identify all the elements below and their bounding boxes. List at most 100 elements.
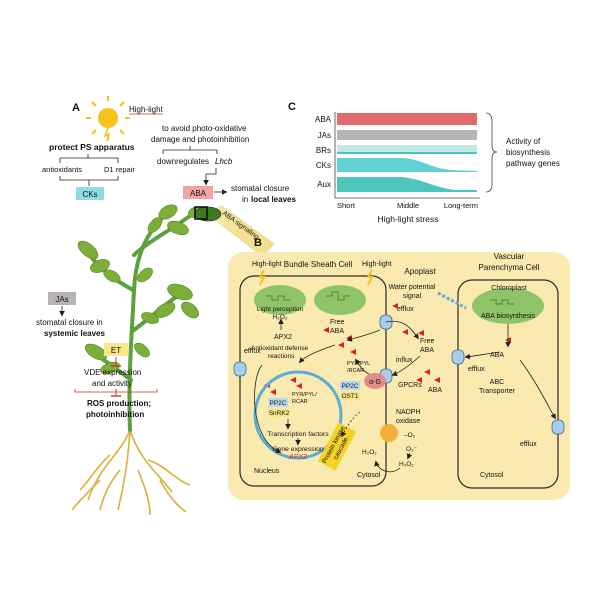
transporters: [233, 314, 565, 435]
downregulates-label: downregulates: [157, 157, 209, 166]
efflux-vascular-left: efflux: [468, 366, 485, 373]
sun-icon: [86, 96, 130, 142]
abc-2: Transporter: [479, 388, 516, 395]
ost1-label: OST1: [342, 393, 359, 400]
lhcb-label: Lhcb: [215, 157, 233, 166]
chloroplast-vascular: [472, 288, 544, 324]
pyr-top-1: PYR/PYL: [347, 361, 370, 367]
c-activity-3: pathway genes: [506, 159, 560, 168]
panel-c-letter: C: [288, 101, 296, 113]
aba-molecule: [402, 329, 408, 335]
panel-a-letter: A: [72, 102, 80, 114]
vde-line-1: VDE expression: [84, 368, 141, 377]
stomatal-local-1: stomatal closure: [231, 184, 290, 193]
cytosol-left: Cytosol: [357, 472, 381, 479]
lightning-icon-2: [366, 269, 374, 286]
nucleus-label: Nucleus: [254, 468, 280, 475]
c-label-aux: Aux: [317, 180, 331, 189]
et-box: [104, 343, 128, 356]
chloroplast-left: [254, 285, 306, 315]
pp2c-top-box: [340, 381, 360, 390]
aba-box-a: [183, 186, 213, 199]
free-aba-left-1: Free: [330, 319, 345, 326]
c-bar-cks: [337, 158, 477, 172]
pyr-top-2: /RCAR: [347, 368, 364, 374]
efflux-vascular-bottom: efflux: [520, 441, 537, 448]
vascular-label-1: Vascular: [494, 252, 525, 261]
aba-apoplast: ABA: [428, 387, 442, 394]
aba-label-a: ABA: [190, 189, 207, 198]
aba-vascular: ABA: [490, 352, 504, 359]
h2o2-b: H₂O₂: [399, 461, 414, 468]
gene-expression: Gene expression: [272, 446, 324, 453]
c-activity-1: Activity of: [506, 137, 541, 146]
aba-molecule: [296, 383, 302, 389]
snrk2-box: [268, 408, 290, 417]
c-tick-long: Long-term: [444, 201, 478, 210]
antioxidant-1: Antioxidant defense: [251, 345, 308, 352]
influx-label: influx: [396, 357, 413, 364]
tomato-plant: [71, 204, 222, 516]
avoid-line-2: damage and photoinhibition: [151, 135, 249, 144]
bundle-sheath-label: Bundle Sheath Cell: [284, 260, 353, 269]
vascular-parenchyma-cell: [457, 279, 559, 489]
c-bar-jas: [337, 130, 477, 140]
water-potential-2: signal: [403, 293, 422, 300]
c-tick-middle: Middle: [397, 201, 419, 210]
abc-1: ABC: [490, 379, 504, 386]
stomatal-local-2a: in: [242, 195, 248, 204]
aba-molecule: [392, 303, 398, 309]
free-aba-right-1: Free: [420, 338, 435, 345]
nadph-2: oxidase: [396, 418, 420, 425]
aba-biosynthesis-label: ABA biosynthesis: [481, 313, 536, 320]
ros-line-2: photoinhibition: [86, 410, 144, 419]
cytosol-right: Cytosol: [480, 472, 504, 479]
aba-molecule: [323, 327, 329, 333]
pp2c-top: PP2C: [342, 383, 359, 390]
pyr-nuc-2: RCAR: [292, 399, 308, 405]
h2o2-a: H₂O₂: [362, 449, 377, 456]
gpcrs-label: GPCRs: [398, 382, 422, 389]
c-label-cks: CKs: [316, 161, 331, 170]
c-tick-short: Short: [337, 201, 356, 210]
jas-label: JAs: [55, 295, 68, 304]
avoid-line-1: to avoid photo-oxidative: [162, 124, 247, 133]
c-label-aba: ABA: [315, 115, 332, 124]
apoplast-label: Apoplast: [404, 267, 436, 276]
b-high-light-1: High-light: [252, 261, 282, 268]
stomatal-sys-2: systemic leaves: [44, 329, 105, 338]
water-potential-1: Water potential: [389, 284, 436, 291]
c-x-label: High-light stress: [378, 214, 439, 224]
antioxidants-label: antioxidants: [42, 165, 82, 174]
aba-molecule: [350, 349, 356, 355]
apx2-top: APX2: [274, 334, 292, 341]
transcription-factors: Transcription factors: [267, 431, 329, 438]
c-bar-aux: [337, 177, 477, 192]
free-aba-right-2: ABA: [420, 347, 434, 354]
lightning-icon-1: [258, 269, 266, 286]
et-label: ET: [111, 346, 121, 355]
ost1-box: [340, 391, 360, 400]
efflux-top: efflux: [397, 306, 414, 313]
c-activity-2: biosynthesis: [506, 148, 550, 157]
ros-line-1: ROS production;: [87, 399, 151, 408]
nadph-oxidase-icon: [380, 424, 398, 442]
aba-molecule: [338, 342, 344, 348]
free-aba-left-2: ABA: [330, 328, 344, 335]
d1-repair-label: D1 repair: [104, 165, 135, 174]
b-high-light-2: High-light: [362, 261, 392, 268]
c-label-brs: BRs: [316, 146, 331, 155]
chloroplast-label: Chloroplast: [491, 285, 526, 292]
jas-box: [48, 292, 76, 305]
c-label-jas: JAs: [318, 131, 331, 140]
panel-b-letter: B: [254, 237, 262, 249]
alpha-g-label: α-G: [369, 379, 381, 386]
c-bar-brs: [337, 145, 477, 154]
h2o2-chloroplast: H₂O₂: [273, 314, 288, 321]
snrk2-label: SnRK2: [269, 410, 290, 417]
nucleus-envelope: [253, 370, 343, 460]
c-bar-aba: [337, 113, 477, 125]
o2-label: –O₂: [404, 432, 416, 439]
aba-molecule: [434, 377, 440, 383]
